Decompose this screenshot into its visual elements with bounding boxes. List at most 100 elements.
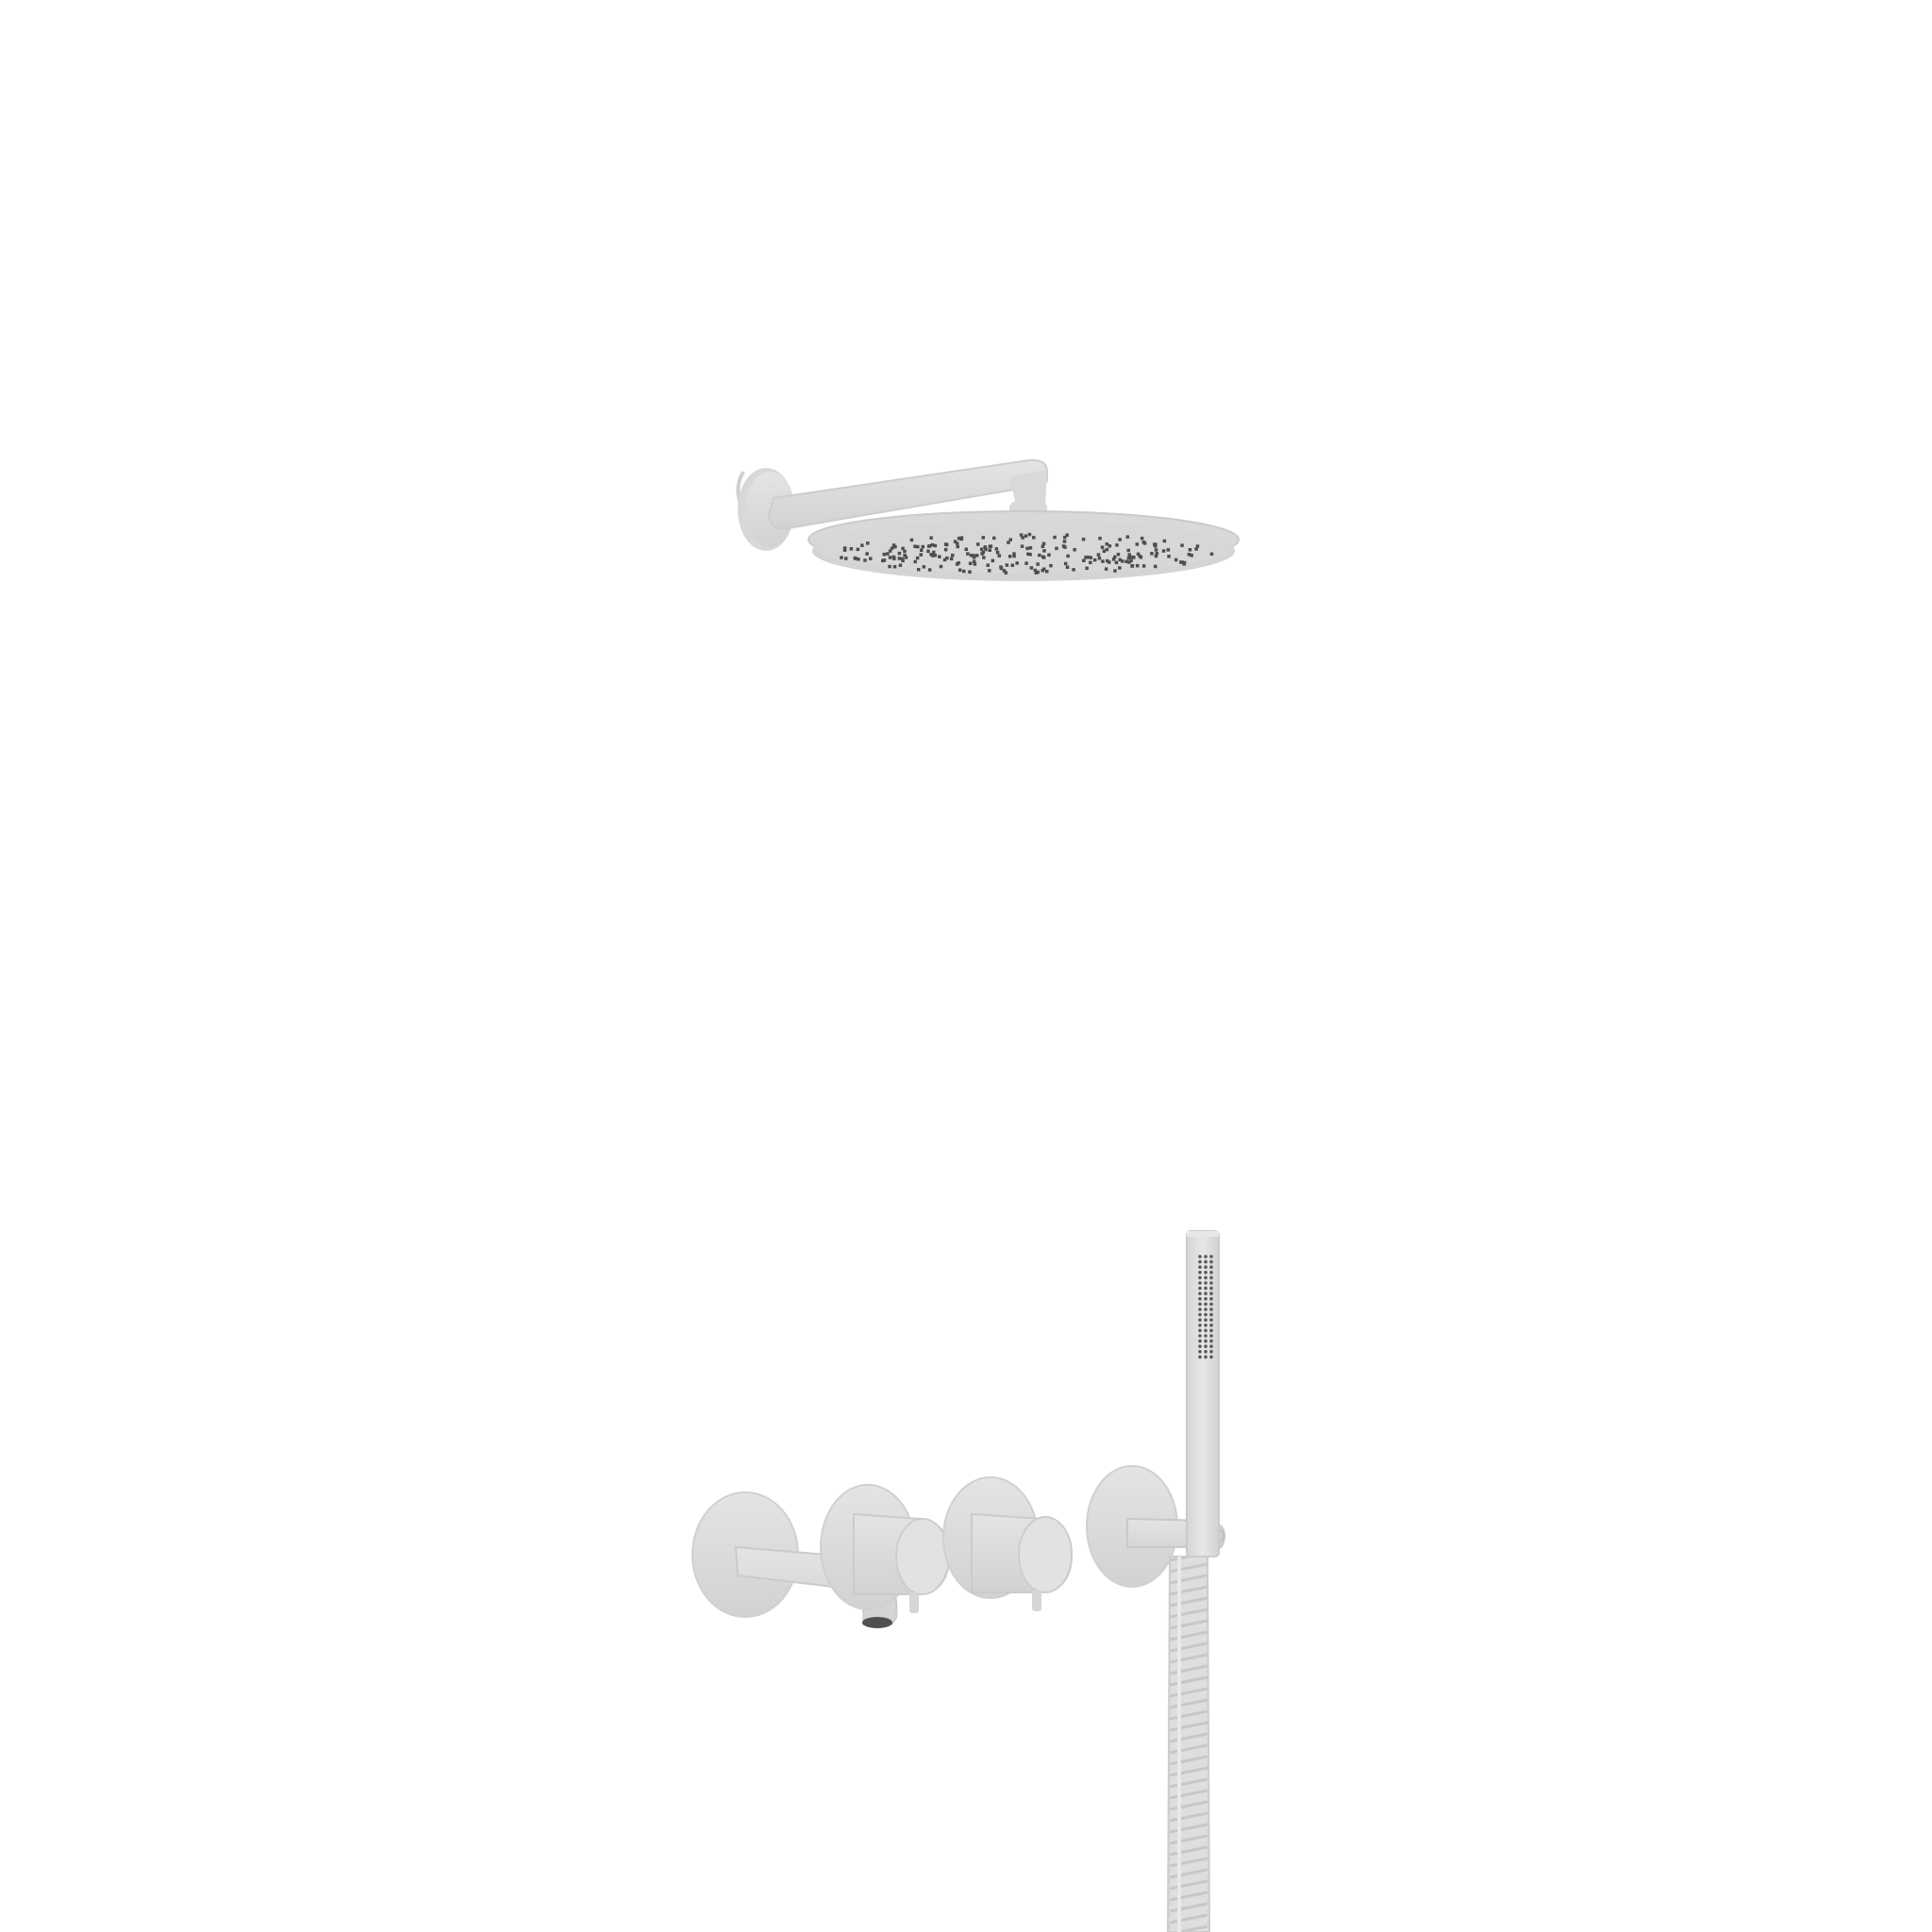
nozzle-dot: [903, 549, 907, 554]
nozzle-dot: [857, 558, 860, 561]
nozzle-dot: [933, 543, 938, 548]
nozzle-dot: [1138, 554, 1142, 558]
nozzle-dot: [1021, 536, 1024, 540]
nozzle-dot: [919, 553, 923, 557]
nozzle-dot: [943, 547, 948, 552]
nozzle-dot: [945, 556, 949, 560]
nozzle-dot: [865, 552, 869, 556]
nozzle-dot: [1042, 549, 1046, 553]
nozzle-dot: [1034, 571, 1039, 575]
hand-nozzle-dot: [1209, 1302, 1213, 1307]
nozzle-dot: [1008, 555, 1012, 558]
rain-shower-head: [808, 510, 1240, 581]
hand-shower: [1186, 1230, 1220, 1557]
nozzle-dot: [1061, 544, 1066, 548]
nozzle-dot: [1008, 538, 1012, 541]
nozzle-dot: [1041, 541, 1046, 546]
nozzle-dot: [981, 550, 986, 555]
hand-nozzle-dot: [1209, 1318, 1213, 1322]
nozzle-dot: [1136, 552, 1141, 557]
nozzle-dot: [979, 547, 984, 551]
nozzle-dot: [1100, 545, 1105, 549]
nozzle-dot: [951, 553, 955, 558]
hand-nozzle-dot: [1198, 1312, 1202, 1317]
nozzle-dot: [1045, 570, 1049, 574]
nozzle-dot: [1129, 558, 1133, 563]
hand-nozzle-dot: [1204, 1318, 1208, 1322]
hand-nozzle-dot: [1209, 1259, 1213, 1264]
hand-nozzle-dot: [1198, 1291, 1202, 1295]
nozzle-dot: [955, 562, 959, 566]
nozzle-dot: [997, 554, 1001, 558]
nozzle-dot: [1113, 555, 1117, 559]
nozzle-dot: [956, 544, 959, 549]
nozzle-dot: [1105, 547, 1109, 552]
nozzle-dot: [1135, 542, 1140, 546]
nozzle-dot: [900, 557, 905, 561]
hand-nozzle-dot: [1198, 1271, 1202, 1274]
mixer-lever: [909, 1592, 919, 1613]
nozzle-dot: [1140, 536, 1144, 541]
nozzle-dot: [1097, 557, 1102, 560]
nozzle-dot: [1154, 542, 1158, 546]
hand-nozzle-dot: [1209, 1297, 1213, 1301]
nozzle-dot: [1062, 540, 1067, 543]
hand-nozzle-dot: [1204, 1328, 1208, 1333]
nozzle-dot: [1166, 548, 1171, 552]
nozzle-dot: [972, 556, 976, 559]
nozzle-dot: [926, 549, 930, 553]
shower-arm-elbow: [1009, 470, 1047, 509]
nozzle-dot: [1180, 560, 1184, 564]
nozzle-dot: [1154, 564, 1158, 569]
nozzle-dot: [1188, 548, 1192, 552]
nozzle-dot: [1187, 553, 1191, 557]
hand-nozzle-dot: [1204, 1286, 1208, 1291]
nozzle-dot: [984, 547, 988, 552]
nozzle-dot: [1066, 554, 1070, 558]
nozzle-dot: [1101, 559, 1105, 563]
nozzle-dot: [844, 557, 848, 560]
hand-nozzle-dot: [1204, 1297, 1208, 1301]
nozzle-dot: [1182, 562, 1186, 566]
nozzle-dot: [1162, 539, 1167, 543]
nozzle-dot: [1082, 558, 1086, 562]
nozzle-dot: [882, 552, 886, 557]
hand-nozzle-dot: [1198, 1355, 1202, 1359]
hand-nozzle-dot: [1209, 1265, 1213, 1269]
hand-nozzle-dot: [1198, 1265, 1202, 1269]
nozzle-dot: [943, 542, 948, 546]
nozzle-dot: [1038, 553, 1041, 558]
nozzle-dot: [1155, 552, 1159, 556]
nozzle-dot: [949, 557, 954, 561]
nozzle-dot: [972, 554, 975, 558]
nozzle-dot: [972, 559, 976, 563]
nozzle-dot: [1154, 548, 1158, 552]
nozzle-dot: [1032, 536, 1036, 540]
nozzle-dot: [1102, 549, 1107, 553]
nozzle-dot: [1161, 549, 1166, 553]
nozzle-dot: [929, 553, 933, 557]
nozzle-dot: [881, 558, 885, 563]
nozzle-dot: [1150, 552, 1154, 556]
nozzle-dot: [869, 557, 873, 560]
hand-nozzle-dot: [1198, 1324, 1202, 1327]
nozzle-dot: [1154, 554, 1158, 558]
diverter-knob-cap: [1018, 1516, 1073, 1593]
nozzle-dot: [973, 562, 977, 566]
nozzle-dot: [974, 554, 979, 558]
nozzle-dot: [926, 544, 931, 548]
nozzle-dot: [909, 538, 914, 542]
shower-hose: [1166, 1556, 1211, 1932]
hand-nozzle-dot: [1204, 1339, 1208, 1343]
hand-nozzle-dot: [1209, 1312, 1213, 1317]
nozzle-dot: [1065, 565, 1070, 569]
nozzle-dot: [1047, 553, 1051, 557]
nozzle-dot: [1041, 544, 1045, 548]
nozzle-dot: [849, 547, 854, 551]
nozzle-dot: [1025, 546, 1029, 551]
nozzle-dot: [982, 556, 986, 559]
nozzle-dot: [1024, 561, 1028, 565]
hand-nozzle-dot: [1198, 1328, 1202, 1333]
hand-nozzle-dot: [1209, 1271, 1213, 1274]
hand-nozzle-dot: [1198, 1297, 1202, 1301]
